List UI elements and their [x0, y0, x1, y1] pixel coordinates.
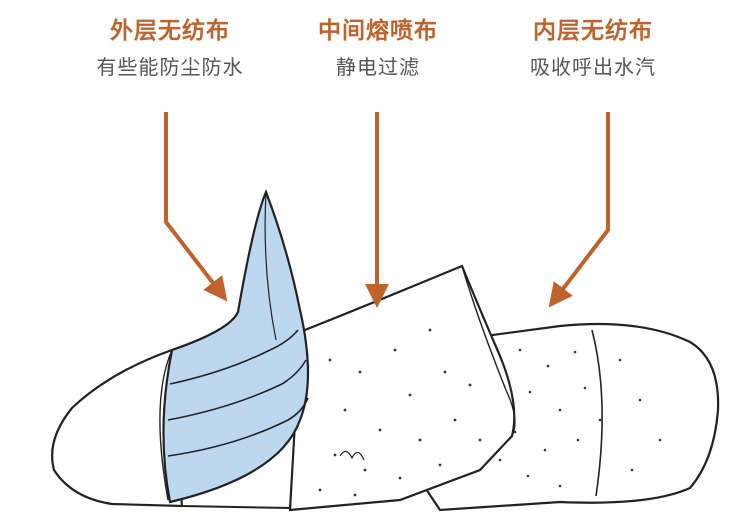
- arrow-outer: [164, 112, 228, 302]
- label-outer-layer: 外层无纺布 有些能防尘防水: [60, 16, 280, 80]
- label-inner-layer: 内层无纺布 吸收呼出水汽: [483, 16, 703, 80]
- inner-layer-title: 内层无纺布: [533, 18, 653, 44]
- middle-layer-title: 中间熔喷布: [318, 18, 438, 44]
- outer-layer: [162, 189, 310, 504]
- outer-layer-title: 外层无纺布: [110, 18, 230, 44]
- label-middle-layer: 中间熔喷布 静电过滤: [268, 16, 488, 80]
- arrow-inner: [548, 112, 610, 308]
- outer-layer-desc: 有些能防尘防水: [96, 55, 244, 79]
- middle-layer-desc: 静电过滤: [336, 55, 420, 79]
- inner-layer-desc: 吸收呼出水汽: [530, 55, 656, 79]
